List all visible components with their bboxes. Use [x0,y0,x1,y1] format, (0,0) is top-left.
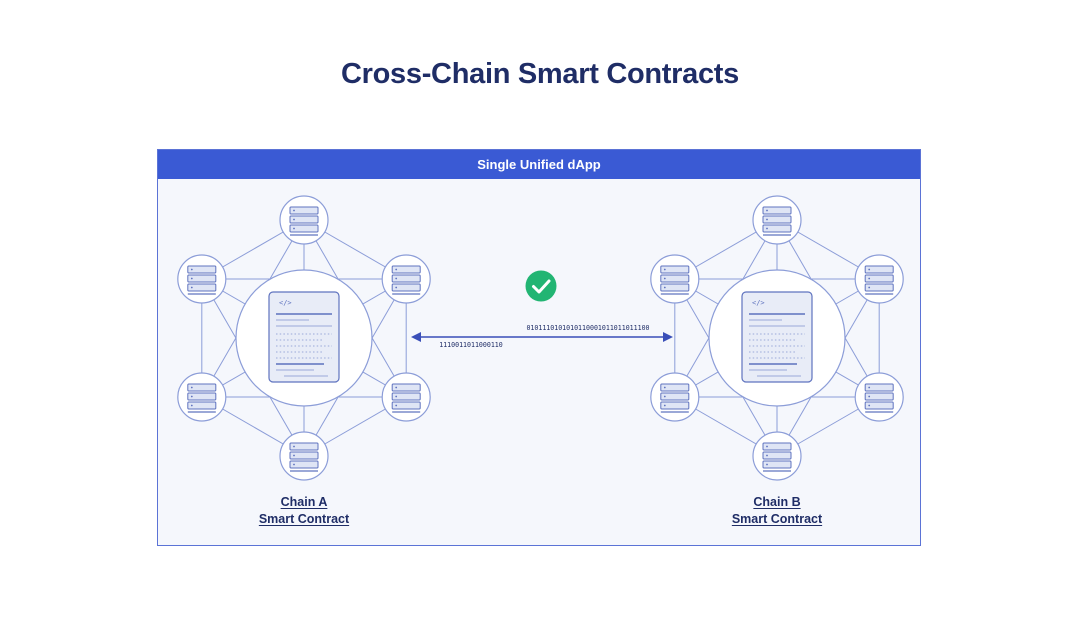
chain-a-subtitle: Smart Contract [258,512,350,526]
server-icon [187,265,217,295]
chain-a-title: Chain A [280,495,328,509]
server-icon [864,265,894,295]
server-icon [660,383,690,413]
server-icon [289,442,319,472]
bit-string-bottom: 1110011011000110 [439,341,503,349]
chain-a-server-node [279,195,329,245]
chain-b-server-node [854,254,904,304]
chain-a-server-node [381,254,431,304]
server-icon [660,265,690,295]
server-icon [762,442,792,472]
server-icon [187,383,217,413]
svg-text:</>: </> [752,299,765,307]
chain-b-server-node [650,372,700,422]
chain-b-server-node [752,431,802,481]
chain-b-contract-document-icon: </> [741,291,813,383]
server-icon [762,206,792,236]
server-icon [289,206,319,236]
chain-a-server-node [177,372,227,422]
server-icon [391,383,421,413]
chain-a-server-node [279,431,329,481]
chain-b-caption: Chain B Smart Contract [697,494,857,528]
chain-b-server-node [752,195,802,245]
chain-b-server-node [650,254,700,304]
chain-b-subtitle: Smart Contract [731,512,823,526]
chain-a-server-node [381,372,431,422]
chain-a-server-node [177,254,227,304]
chain-b-server-node [854,372,904,422]
chain-b-title: Chain B [753,495,801,509]
bit-string-top: 0101110101010110001011011011100 [526,324,649,332]
svg-text:</>: </> [279,299,292,307]
page-title: Cross-Chain Smart Contracts [341,58,739,90]
chain-a-caption: Chain A Smart Contract [224,494,384,528]
dapp-banner: Single Unified dApp [158,150,920,179]
chain-a-contract-document-icon: </> [268,291,340,383]
server-icon [864,383,894,413]
check-circle-icon [525,270,557,302]
server-icon [391,265,421,295]
double-arrow-icon [411,332,673,342]
